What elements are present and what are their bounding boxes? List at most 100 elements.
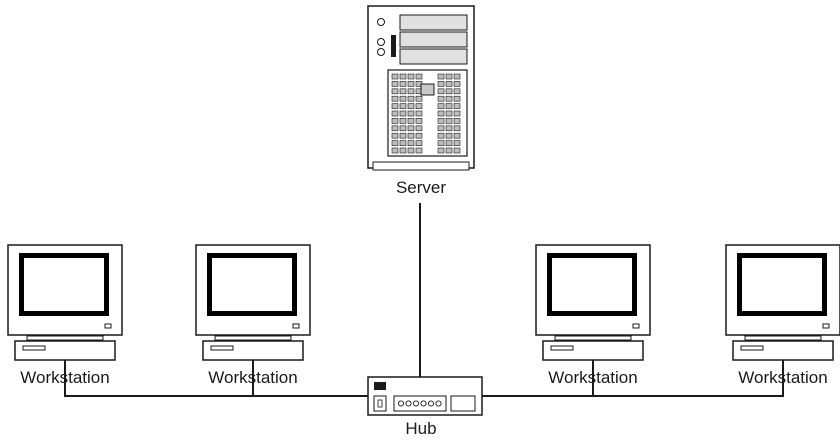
vent-cell bbox=[453, 140, 461, 146]
vent-cell bbox=[437, 81, 445, 87]
vent-cell bbox=[407, 73, 415, 80]
monitor-stand bbox=[554, 335, 632, 341]
server-drive-bay-2 bbox=[399, 31, 468, 48]
vent-cell bbox=[399, 88, 407, 95]
server-label: Server bbox=[396, 178, 446, 197]
floppy-drive bbox=[740, 345, 764, 351]
vent-cell bbox=[399, 132, 407, 139]
vent-cell bbox=[445, 147, 453, 154]
workstation-label: Workstation bbox=[20, 368, 109, 387]
vent-cell bbox=[407, 118, 415, 124]
vent-cell bbox=[415, 132, 423, 139]
monitor-power-led bbox=[632, 323, 640, 329]
vent-cell bbox=[415, 73, 423, 80]
vent-cell bbox=[415, 125, 423, 132]
workstation-label: Workstation bbox=[208, 368, 297, 387]
vent-cell bbox=[407, 132, 415, 139]
monitor-power-led bbox=[104, 323, 112, 329]
hub-port-block bbox=[393, 395, 447, 412]
hub-label: Hub bbox=[405, 419, 436, 438]
hub-uplink-block bbox=[450, 395, 476, 412]
vent-cell bbox=[437, 88, 445, 95]
vent-cell bbox=[399, 125, 407, 132]
hub-port bbox=[427, 400, 435, 407]
vent-cell bbox=[407, 140, 415, 146]
vent-cell bbox=[437, 118, 445, 124]
vent-cell bbox=[445, 125, 453, 132]
vent-cell bbox=[391, 125, 399, 132]
vent-cell bbox=[391, 147, 399, 154]
vent-cell bbox=[445, 73, 453, 80]
vent-cell bbox=[453, 110, 461, 117]
vent-cell bbox=[399, 103, 407, 109]
vent-cell bbox=[391, 132, 399, 139]
vent-cell bbox=[407, 95, 415, 102]
vent-cell bbox=[399, 147, 407, 154]
vent-cell bbox=[407, 147, 415, 154]
vent-cell bbox=[399, 73, 407, 80]
vent-cell bbox=[399, 118, 407, 124]
hub-status-led bbox=[374, 382, 386, 390]
vent-cell bbox=[415, 140, 423, 146]
monitor-power-led bbox=[822, 323, 830, 329]
vent-cell bbox=[445, 95, 453, 102]
floppy-drive bbox=[550, 345, 574, 351]
vent-cell bbox=[399, 95, 407, 102]
vent-cell bbox=[437, 125, 445, 132]
vent-cell bbox=[453, 81, 461, 87]
vent-cell bbox=[453, 118, 461, 124]
vent-cell bbox=[453, 125, 461, 132]
server: Server bbox=[367, 5, 475, 197]
hub-port bbox=[412, 400, 420, 407]
hub-port bbox=[405, 400, 412, 407]
vent-cell bbox=[391, 88, 399, 95]
monitor-stand bbox=[744, 335, 822, 341]
vent-cell bbox=[415, 118, 423, 124]
vent-cell bbox=[399, 110, 407, 117]
server-power-button bbox=[377, 18, 385, 26]
vent-cell bbox=[445, 110, 453, 117]
floppy-drive bbox=[210, 345, 234, 351]
vent-cell bbox=[407, 110, 415, 117]
connection-lines bbox=[64, 203, 784, 397]
vent-cell bbox=[407, 88, 415, 95]
vent-cell bbox=[407, 103, 415, 109]
vent-cell bbox=[407, 81, 415, 87]
left-bus-cable bbox=[64, 360, 368, 397]
vent-cell bbox=[391, 118, 399, 124]
monitor-screen bbox=[552, 258, 632, 311]
vent-cell bbox=[437, 95, 445, 102]
monitor-screen bbox=[24, 258, 104, 311]
vent-cell bbox=[415, 110, 423, 117]
vent-cell bbox=[437, 103, 445, 109]
vent-cell bbox=[437, 110, 445, 117]
hub-port bbox=[397, 400, 405, 407]
monitor-screen bbox=[212, 258, 292, 311]
vent-cell bbox=[445, 140, 453, 146]
hub-port bbox=[435, 400, 442, 407]
vent-cell bbox=[437, 73, 445, 80]
vent-cell bbox=[453, 103, 461, 109]
vent-cell bbox=[437, 147, 445, 154]
right-bus-cable bbox=[482, 360, 784, 397]
vent-cell bbox=[445, 118, 453, 124]
vent-cell bbox=[437, 132, 445, 139]
workstation-4: Workstation bbox=[725, 244, 840, 387]
workstation-2: Workstation bbox=[195, 244, 311, 387]
workstation-label: Workstation bbox=[548, 368, 637, 387]
floppy-drive bbox=[22, 345, 46, 351]
vent-cell bbox=[391, 110, 399, 117]
vent-cell bbox=[453, 132, 461, 139]
vent-cell bbox=[445, 103, 453, 109]
vent-cell bbox=[453, 88, 461, 95]
vent-cell bbox=[391, 73, 399, 80]
vent-cell bbox=[437, 140, 445, 146]
vent-cell bbox=[445, 132, 453, 139]
vent-cell bbox=[391, 140, 399, 146]
vent-cell bbox=[453, 147, 461, 154]
vent-cell bbox=[391, 95, 399, 102]
vent-cell bbox=[415, 103, 423, 109]
hub: Hub bbox=[367, 376, 483, 438]
